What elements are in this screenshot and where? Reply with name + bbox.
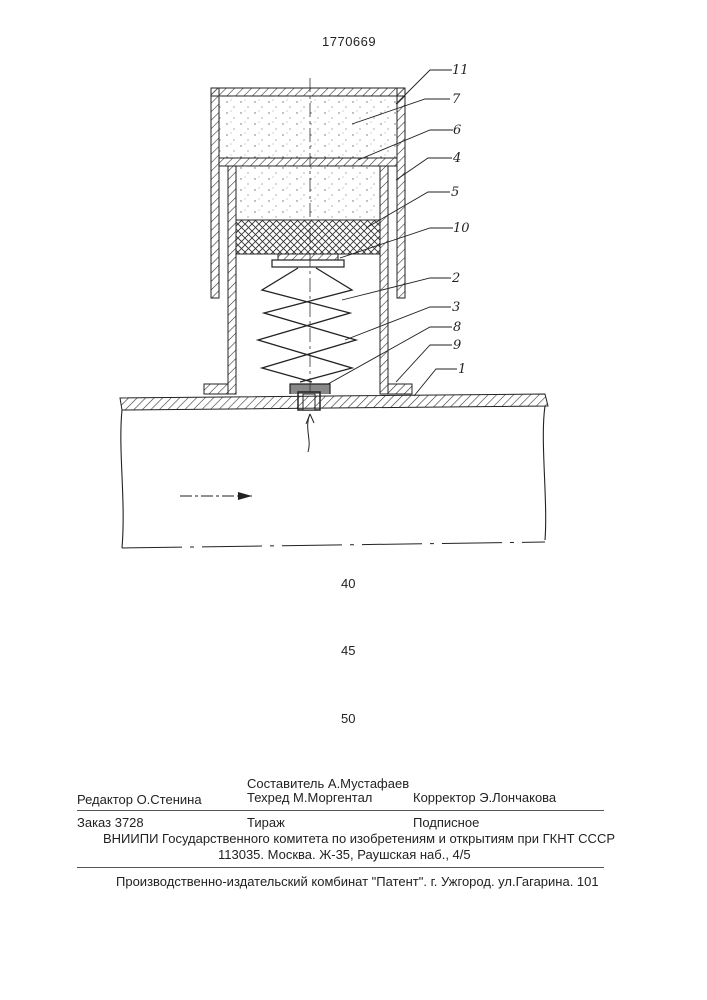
subscription: Подписное bbox=[413, 815, 479, 830]
line-number: 45 bbox=[341, 643, 355, 658]
pipe-wall bbox=[120, 394, 548, 548]
line-number: 50 bbox=[341, 711, 355, 726]
label-2: 2 bbox=[451, 271, 460, 286]
order-number: Заказ 3728 bbox=[77, 815, 144, 830]
divider bbox=[77, 810, 604, 811]
label-4: 4 bbox=[452, 151, 461, 166]
plate-10 bbox=[272, 254, 344, 267]
flange-left bbox=[204, 384, 228, 394]
circulation: Тираж bbox=[247, 815, 285, 830]
label-11: 11 bbox=[452, 63, 469, 78]
label-6: 6 bbox=[453, 123, 461, 138]
address: 113035. Москва. Ж-35, Раушская наб., 4/5 bbox=[218, 847, 471, 862]
label-3: 3 bbox=[452, 300, 460, 315]
institute: ВНИИПИ Государственного комитета по изоб… bbox=[103, 831, 615, 846]
label-7: 7 bbox=[452, 92, 461, 107]
flow-arrow-icon bbox=[306, 414, 314, 452]
partition-6 bbox=[219, 158, 397, 166]
label-9: 9 bbox=[453, 338, 461, 353]
technical-editor: Техред М.Моргентал bbox=[247, 790, 372, 805]
compiler: Составитель А.Мустафаев bbox=[247, 776, 409, 791]
editor: Редактор О.Стенина bbox=[77, 792, 202, 807]
inner-housing bbox=[228, 166, 388, 394]
filter-block-5 bbox=[236, 220, 380, 254]
label-10: 10 bbox=[453, 221, 470, 236]
label-5: 5 bbox=[451, 185, 459, 200]
label-8: 8 bbox=[453, 320, 461, 335]
corrector: Корректор Э.Лончакова bbox=[413, 790, 556, 805]
flange-right bbox=[388, 384, 412, 394]
label-1: 1 bbox=[458, 362, 466, 377]
technical-drawing: 11 7 6 4 5 10 2 3 8 9 1 bbox=[0, 0, 707, 600]
line-number: 40 bbox=[341, 576, 355, 591]
divider bbox=[77, 867, 604, 868]
bellows-2 bbox=[258, 268, 356, 382]
flow-direction-arrow-icon bbox=[180, 492, 252, 500]
publisher: Производственно-издательский комбинат "П… bbox=[116, 874, 599, 889]
